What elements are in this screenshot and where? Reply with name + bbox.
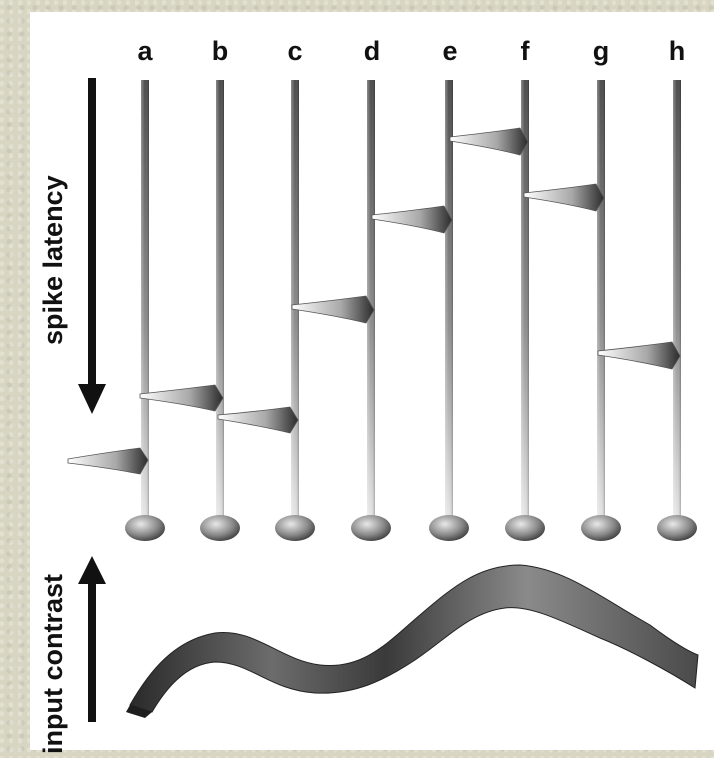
soma-f [505,515,545,541]
input-contrast-label: input contrast [38,574,69,754]
soma-g [581,515,621,541]
soma-a [125,515,165,541]
neurons [68,80,697,541]
soma-e [429,515,469,541]
soma-d [351,515,391,541]
soma-b [200,515,240,541]
spike-e [372,206,452,233]
neuron-f [450,80,545,541]
soma-c [275,515,315,541]
spike-c [218,407,298,433]
down-arrow-icon [78,78,106,414]
spike-g [524,184,604,211]
column-label-c: c [275,36,315,67]
up-arrow-icon [78,556,106,722]
neuron-d [292,80,391,541]
neuron-e [372,80,469,541]
spike-d [292,296,374,323]
spike-f [450,128,528,155]
spike-h [598,342,680,369]
column-label-e: e [430,36,470,67]
input-contrast-ribbon [126,565,698,718]
neuron-h [598,80,697,541]
column-label-d: d [352,36,392,67]
spike-b [140,385,223,411]
neuron-b [140,80,240,541]
soma-h [657,515,697,541]
column-label-f: f [505,36,545,67]
column-label-a: a [125,36,165,67]
spike-a [68,448,148,474]
column-label-h: h [657,36,697,67]
neuron-a [68,80,165,541]
spike-latency-label: spike latency [38,175,69,345]
column-label-b: b [200,36,240,67]
column-label-g: g [581,36,621,67]
neuron-g [524,80,621,541]
